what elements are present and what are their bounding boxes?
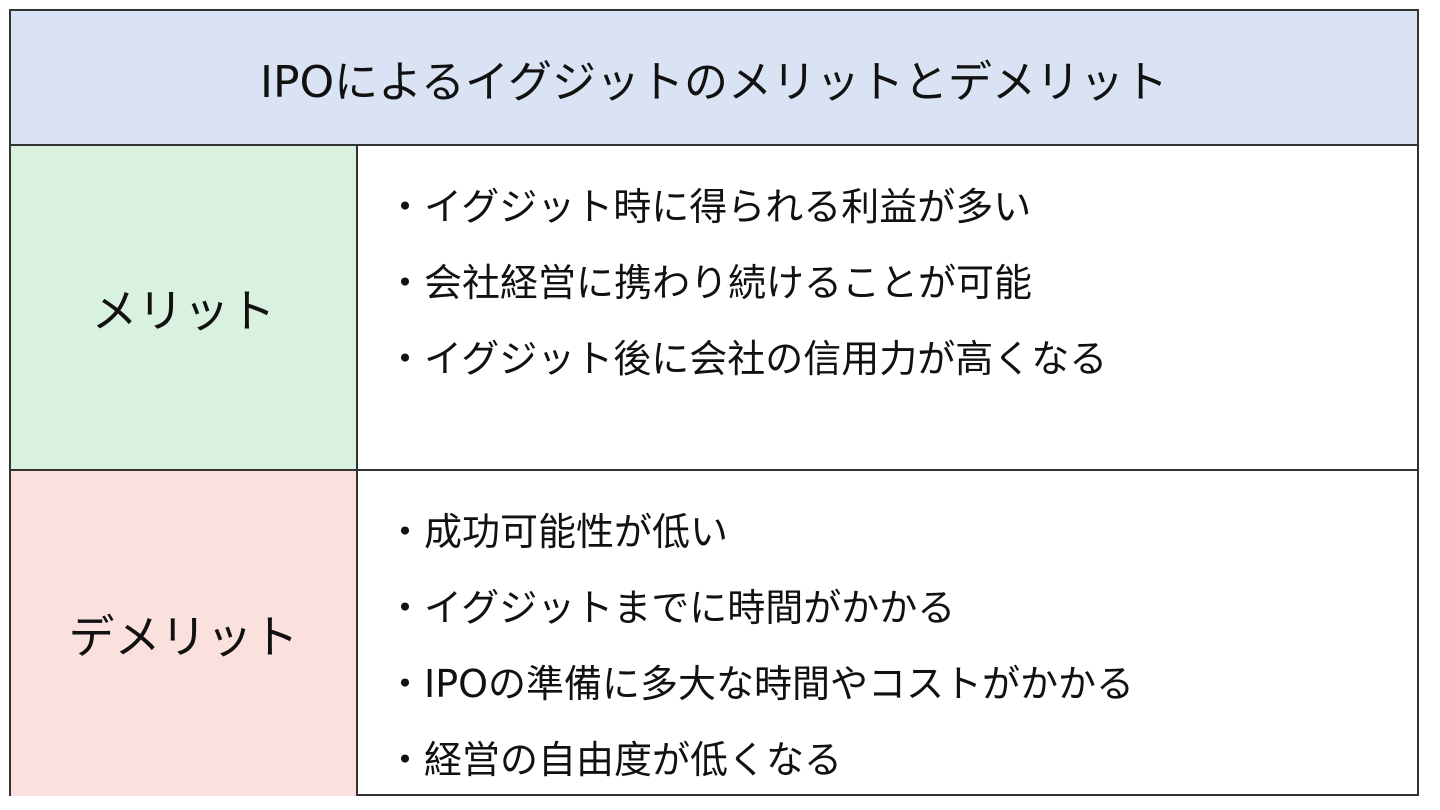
merit-items: ・イグジット時に得られる利益が多い ・会社経営に携わり続けることが可能 ・イグジ… (358, 146, 1417, 469)
list-item: ・成功可能性が低い (386, 510, 729, 554)
list-item: ・イグジット後に会社の信用力が高くなる (386, 337, 1108, 381)
demerit-row: デメリット ・成功可能性が低い ・イグジットまでに時間がかかる ・IPOの準備に… (11, 471, 1417, 796)
merit-label: メリット (11, 146, 358, 469)
demerit-items: ・成功可能性が低い ・イグジットまでに時間がかかる ・IPOの準備に多大な時間や… (358, 471, 1417, 796)
list-item: ・イグジットまでに時間がかかる (386, 586, 956, 630)
comparison-table: IPOによるイグジットのメリットとデメリット メリット ・イグジット時に得られる… (9, 9, 1419, 796)
demerit-label: デメリット (11, 471, 358, 796)
merit-row: メリット ・イグジット時に得られる利益が多い ・会社経営に携わり続けることが可能… (11, 146, 1417, 471)
list-item: ・経営の自由度が低くなる (386, 738, 843, 782)
list-item: ・会社経営に携わり続けることが可能 (386, 261, 1033, 305)
list-item: ・イグジット時に得られる利益が多い (386, 185, 1032, 229)
list-item: ・IPOの準備に多大な時間やコストがかかる (386, 662, 1135, 706)
table-title: IPOによるイグジットのメリットとデメリット (11, 11, 1417, 146)
